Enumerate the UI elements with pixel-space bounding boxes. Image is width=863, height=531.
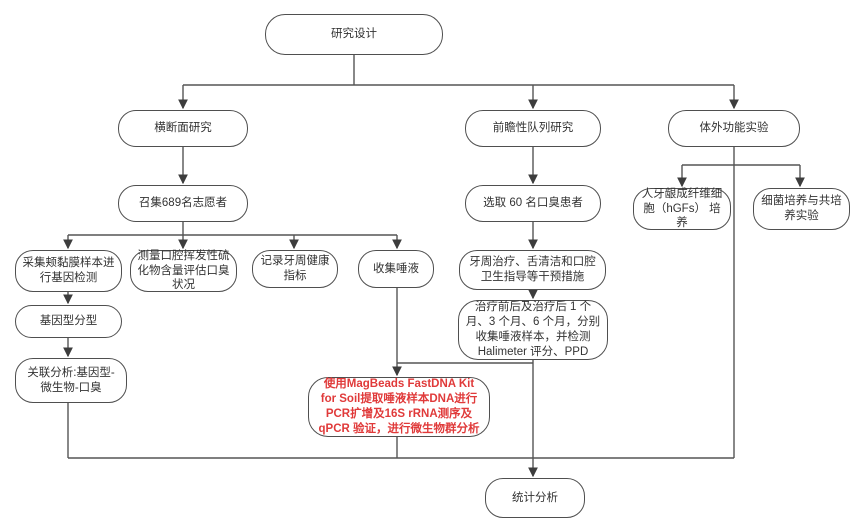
node-association-analysis: 关联分析:基因型-微生物-口臭 — [15, 358, 127, 403]
node-dna-extraction-sequencing: 使用MagBeads FastDNA Kit for Soil提取唾液样本DNA… — [308, 377, 490, 437]
node-buccal-sample-gene-test: 采集颊黏膜样本进行基因检测 — [15, 250, 122, 292]
node-bacteria-coculture: 细菌培养与共培养实验 — [753, 188, 850, 230]
node-periodontal-index: 记录牙周健康指标 — [252, 250, 338, 288]
node-collect-saliva: 收集唾液 — [358, 250, 434, 288]
node-vsc-measurement: 测量口腔挥发性硫化物含量评估口臭状况 — [130, 250, 237, 292]
node-research-design: 研究设计 — [265, 14, 443, 55]
node-hgfs-culture: 人牙龈成纤维细胞（hGFs） 培养 — [633, 188, 731, 230]
node-followup-sampling: 治疗前后及治疗后 1 个月、3 个月、6 个月，分别收集唾液样本，并检测 Hal… — [458, 300, 608, 360]
node-in-vitro-experiment: 体外功能实验 — [668, 110, 800, 147]
node-prospective-cohort-study: 前瞻性队列研究 — [465, 110, 601, 147]
node-cross-sectional-study: 横断面研究 — [118, 110, 248, 147]
node-recruit-volunteers: 召集689名志愿者 — [118, 185, 248, 222]
node-statistical-analysis: 统计分析 — [485, 478, 585, 518]
node-select-patients: 选取 60 名口臭患者 — [465, 185, 601, 222]
node-intervention-measures: 牙周治疗、舌清洁和口腔卫生指导等干预措施 — [459, 250, 606, 290]
node-genotyping: 基因型分型 — [15, 305, 122, 338]
